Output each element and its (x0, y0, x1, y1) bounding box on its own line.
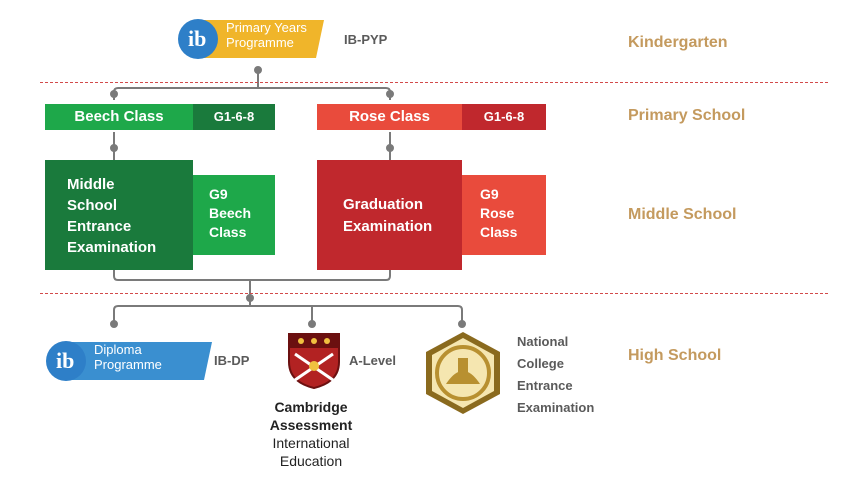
cambridge-line: Assessment (269, 417, 353, 433)
rose-grade-box: G1-6-8 (462, 104, 546, 130)
pyp-label: IB-PYP (344, 32, 388, 47)
stage-kindergarten: Kindergarten (628, 34, 728, 51)
dp-label: IB-DP (214, 353, 250, 368)
national-exam-emblem-icon (418, 328, 508, 423)
beech-exam-line: Middle (67, 176, 115, 193)
dp-logo-bottom: Programme (94, 357, 162, 372)
beech-g9-line: G9 (209, 186, 228, 202)
separator-line (40, 293, 828, 294)
ib-dp-logo: ib Diploma Programme (44, 336, 214, 391)
ib-pyp-logo: ib Primary Years Programme (176, 14, 326, 69)
stage-middle: Middle School (628, 206, 737, 223)
cambridge-wordmark: Cambridge Assessment International Educa… (256, 398, 366, 470)
stage-primary: Primary School (628, 107, 746, 124)
stage-high: High School (628, 347, 722, 364)
beech-class-box: Beech Class (45, 104, 193, 130)
rose-class-box: Rose Class (317, 104, 462, 130)
rose-g9-line: Class (480, 224, 518, 240)
dp-logo-top: Diploma (94, 342, 142, 357)
rose-exam-line: Graduation (343, 196, 424, 213)
beech-g9-line: Beech (209, 205, 252, 221)
rose-exam-line: Examination (343, 218, 433, 235)
rose-g9-line: G9 (480, 186, 499, 202)
beech-exam-line: School (67, 197, 118, 214)
beech-exam-line: Entrance (67, 218, 132, 235)
national-line: National (517, 334, 569, 349)
cambridge-line: International (272, 435, 350, 451)
rose-g9-line: Rose (480, 205, 515, 221)
national-line: Examination (517, 400, 595, 415)
beech-grade-box: G1-6-8 (193, 104, 275, 130)
beech-exam-box: Middle School Entrance Examination (45, 160, 193, 270)
ib-logo-icon: ib (178, 19, 324, 59)
national-exam-label: National College Entrance Examination (517, 331, 594, 419)
beech-exam-line: Examination (67, 239, 157, 256)
alevel-label: A-Level (349, 353, 396, 368)
cambridge-line: Cambridge (274, 399, 348, 415)
rose-exam-box: Graduation Examination (317, 160, 462, 270)
pyp-logo-top: Primary Years (226, 20, 307, 35)
national-line: College (517, 356, 564, 371)
national-line: Entrance (517, 378, 573, 393)
ib-logo-icon: ib (46, 341, 212, 381)
cambridge-shield-icon (287, 332, 341, 395)
pyp-logo-bottom: Programme (226, 35, 294, 50)
separator-line (40, 82, 828, 83)
rose-g9-box: G9 Rose Class (462, 175, 546, 255)
svg-text:ib: ib (56, 348, 74, 373)
beech-g9-box: G9 Beech Class (193, 175, 275, 255)
cambridge-line: Education (279, 453, 343, 469)
beech-g9-line: Class (209, 224, 247, 240)
svg-text:ib: ib (188, 26, 206, 51)
